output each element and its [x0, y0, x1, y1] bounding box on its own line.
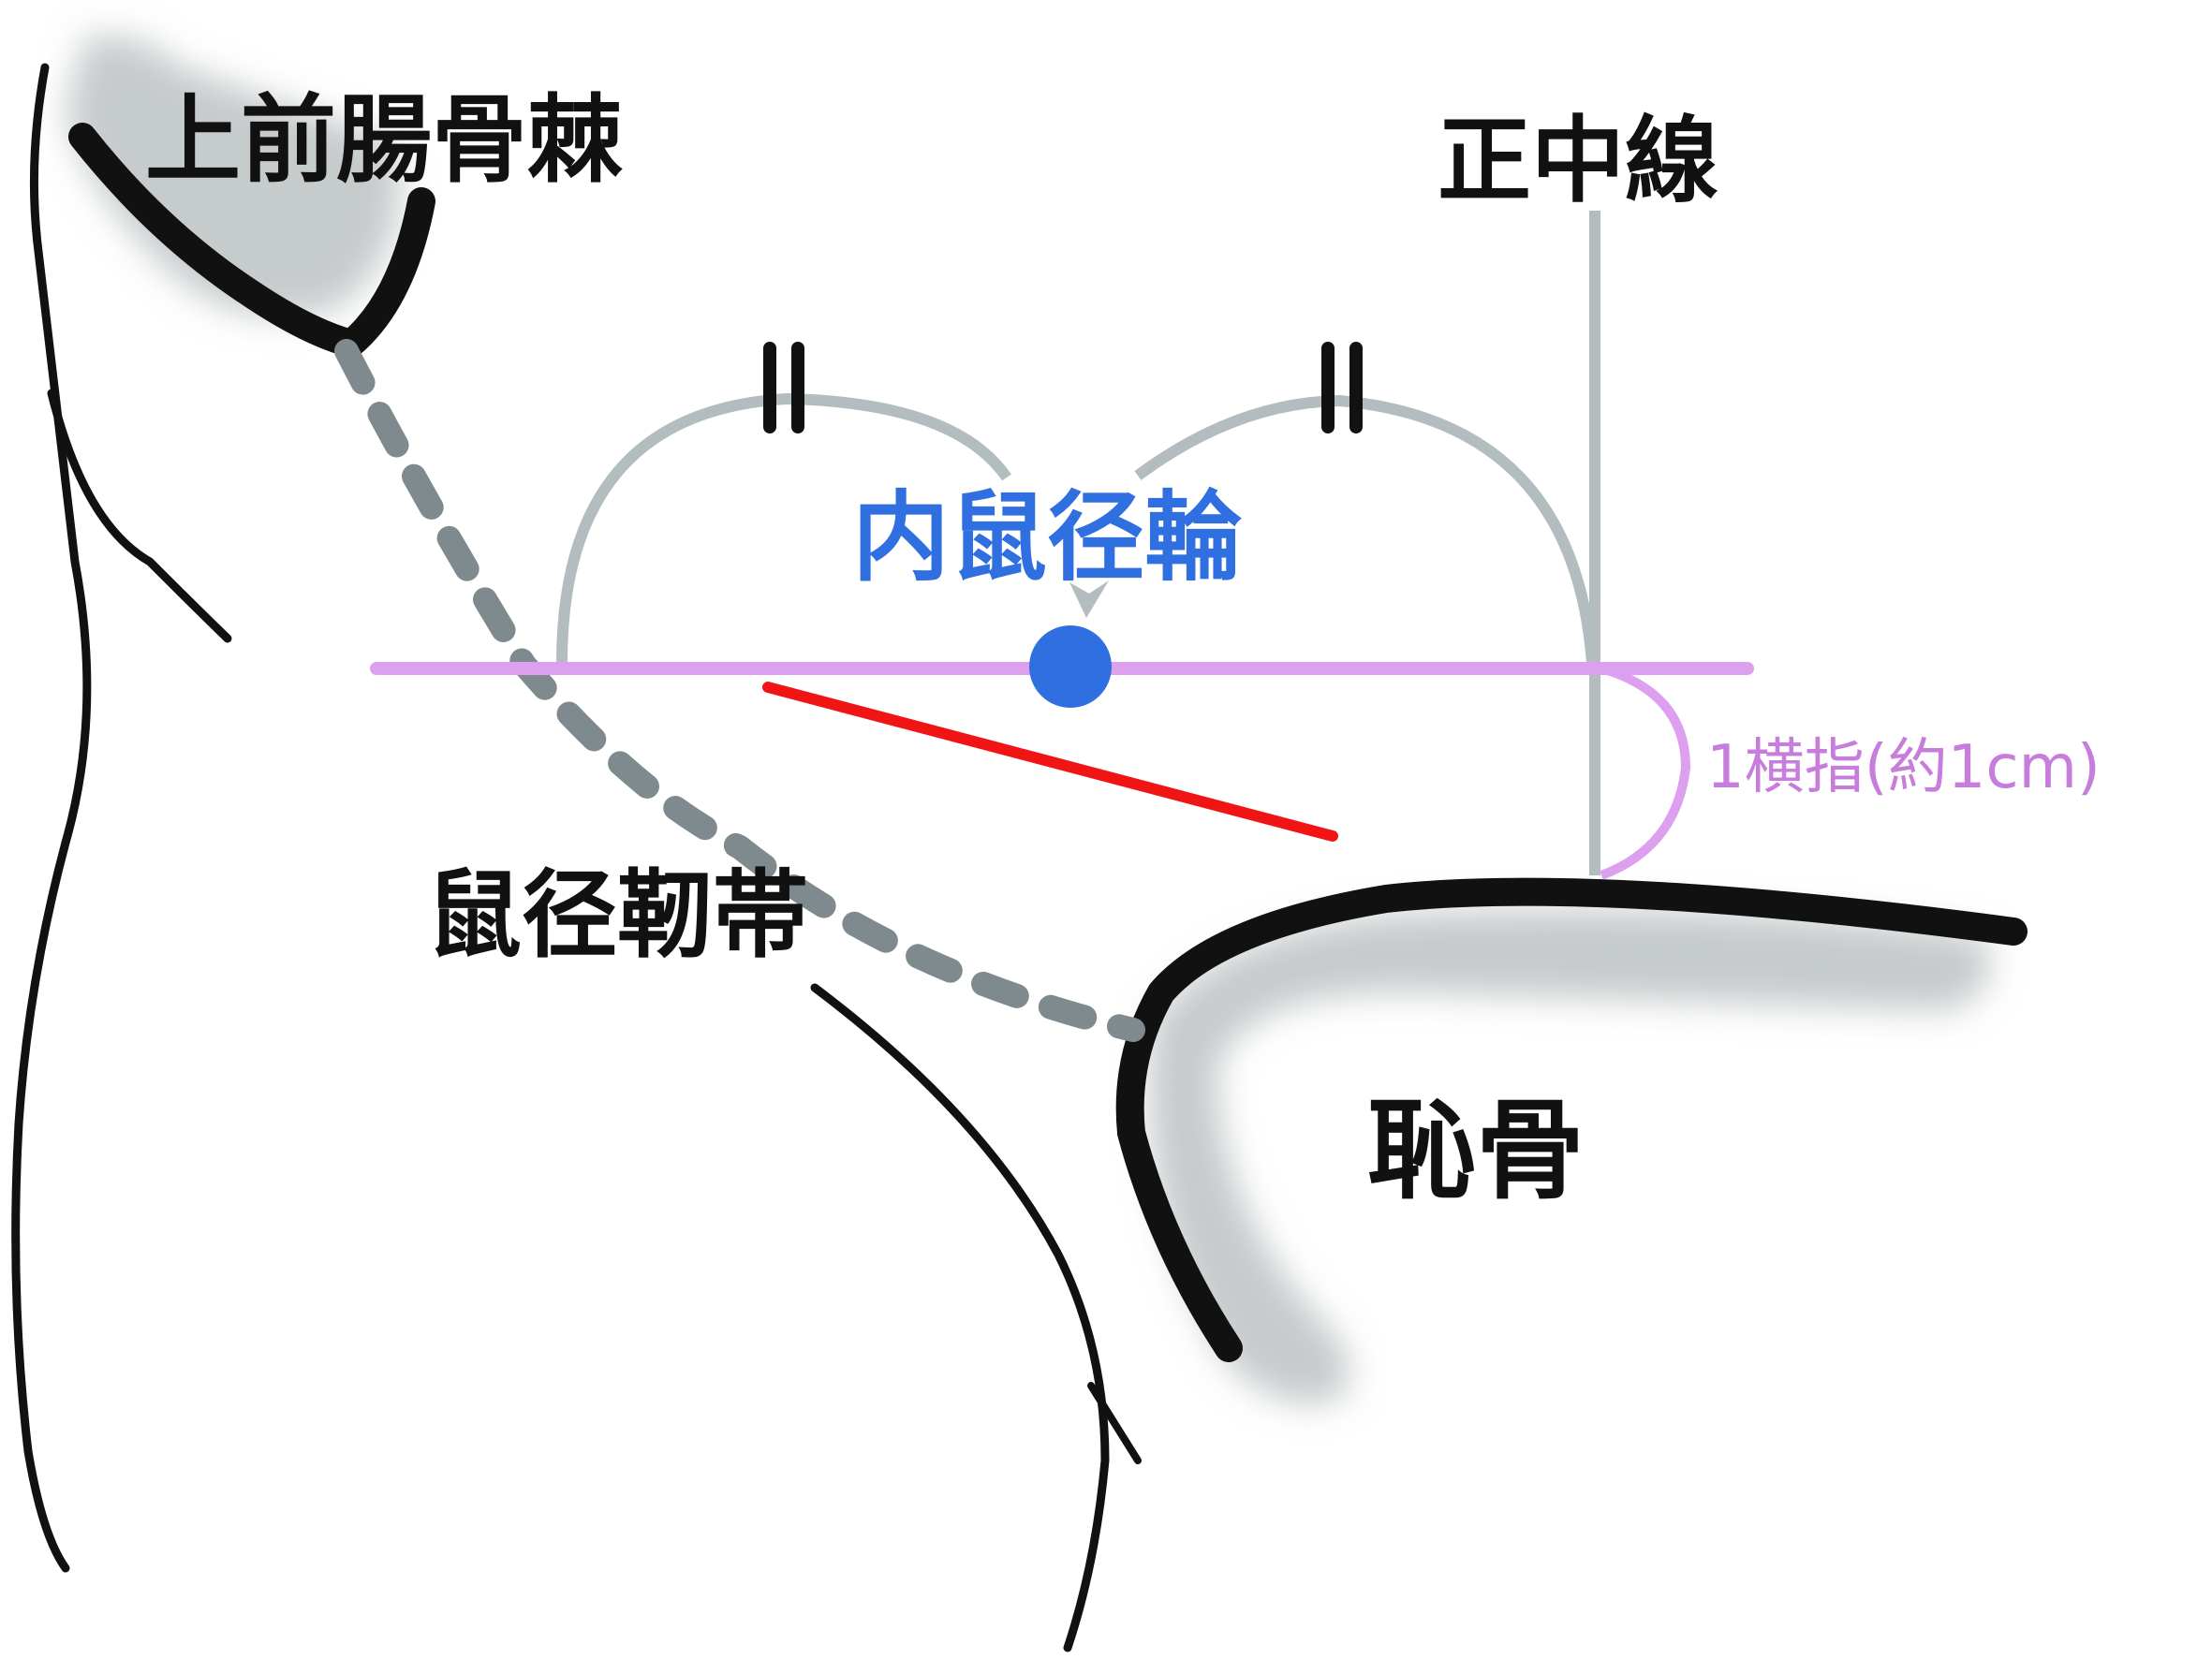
equal-mark-left [763, 342, 804, 433]
arc-pointer [1069, 580, 1109, 618]
asis-label: 上前腸骨棘 [145, 85, 623, 197]
one-finger-width-arc [1600, 664, 1691, 880]
asis-shadow [66, 36, 401, 317]
deep-inguinal-ring-label: 内鼠径輪 [852, 480, 1243, 595]
incision-line [762, 682, 1338, 842]
iliac-crest-outline [47, 389, 232, 643]
torso-left-outline [11, 63, 92, 1573]
pubis-label: 恥骨 [1367, 1088, 1585, 1214]
deep-inguinal-ring-marker [1029, 625, 1112, 708]
equal-mark-right [1321, 342, 1363, 433]
inguinal-ligament-line [334, 339, 1145, 1042]
thigh-outline [810, 983, 1110, 1652]
inguinal-ligament-label: 鼠径靭帯 [426, 860, 808, 972]
left-arc [556, 392, 1011, 664]
asis-bone [68, 123, 435, 360]
thigh-crease [1087, 1382, 1142, 1464]
midline-label: 正中線 [1438, 106, 1718, 215]
pubis-bone [1115, 877, 2028, 1362]
right-arc [1134, 394, 1598, 664]
one-finger-width-label: 1横指(約1cm) [1706, 733, 2101, 802]
